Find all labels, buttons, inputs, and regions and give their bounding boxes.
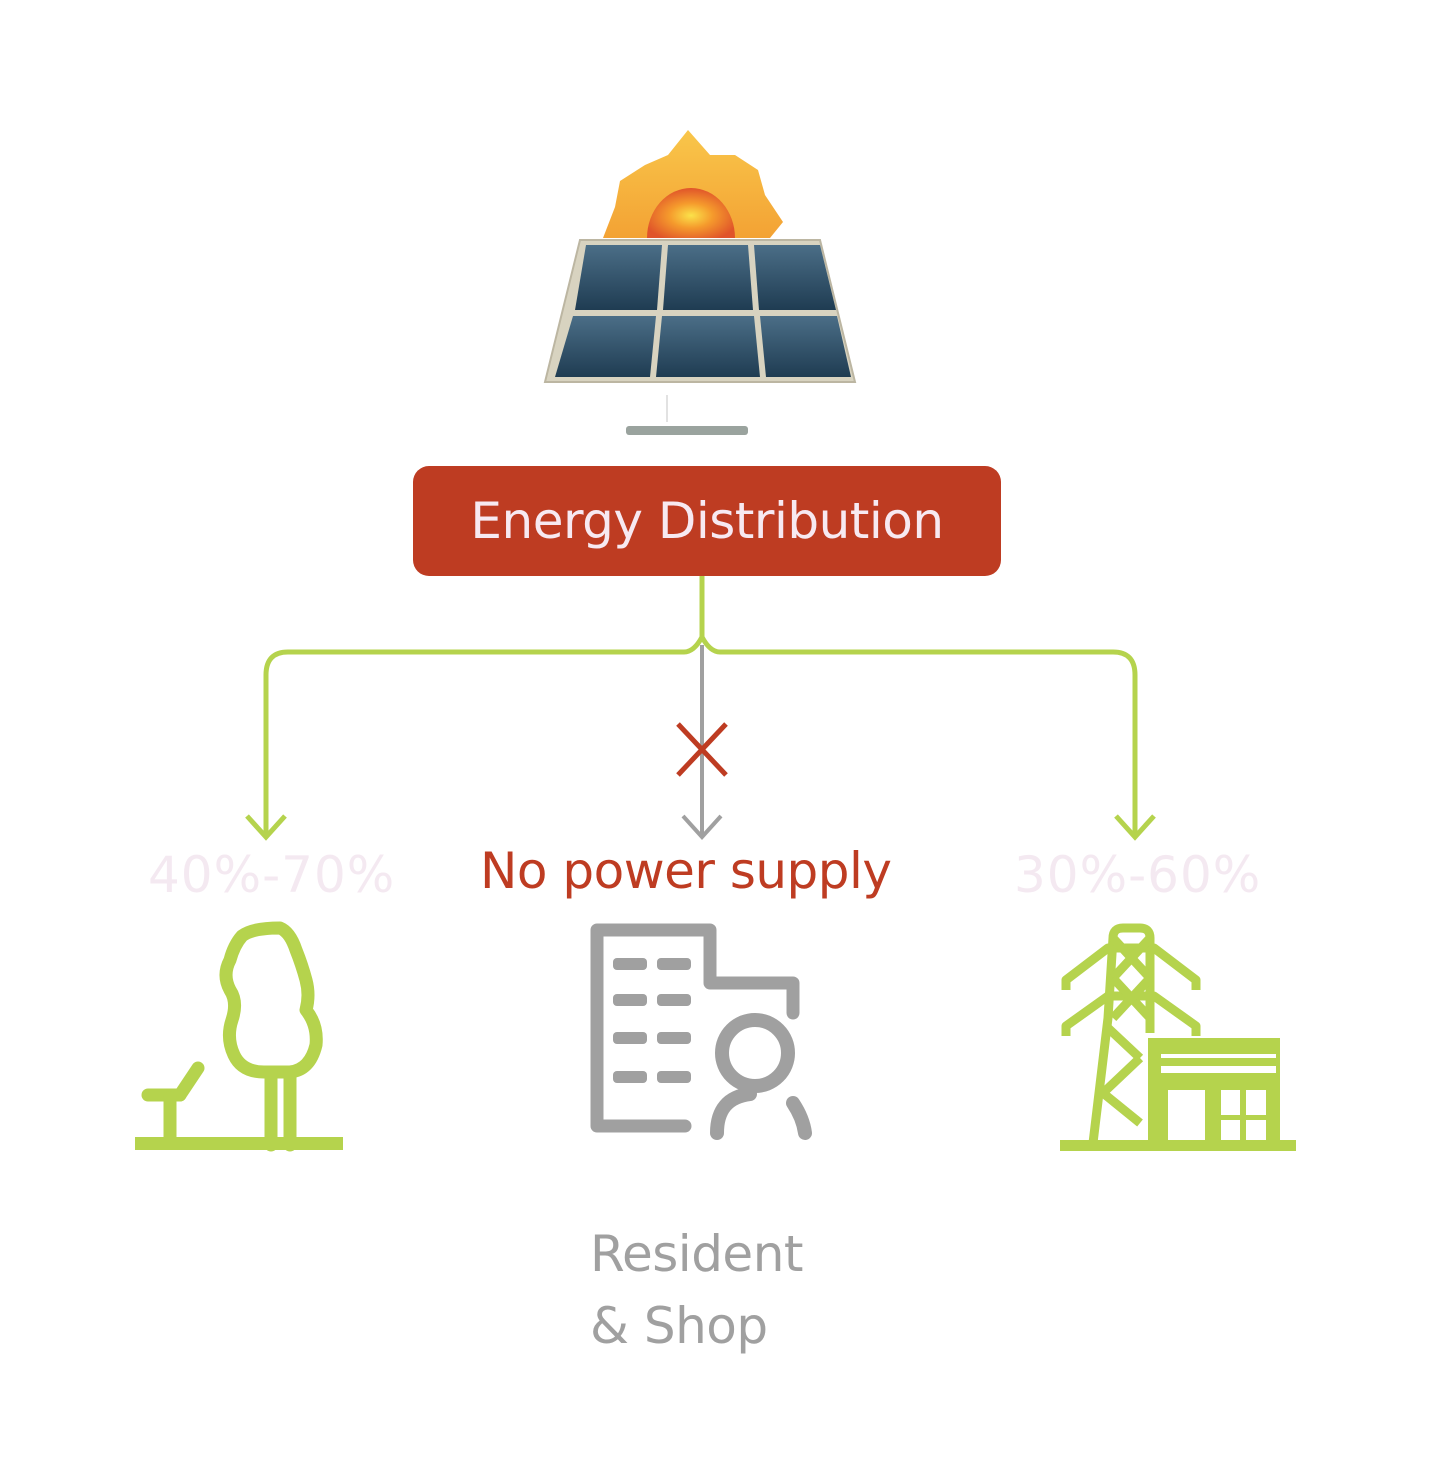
power-tower-utility-icon	[1060, 923, 1296, 1151]
park-tree-bench-icon	[135, 921, 343, 1152]
red-x-icon	[676, 722, 728, 777]
no-power-supply-label: No power supply	[480, 842, 892, 900]
left-arrowhead	[245, 814, 287, 841]
energy-distribution-title-box: Energy Distribution	[413, 466, 1001, 576]
right-arrowhead	[1114, 814, 1156, 841]
building-resident-icon	[590, 923, 812, 1140]
diagram-title: Energy Distribution	[470, 492, 944, 550]
panel-base	[626, 426, 748, 435]
caption-line-1: Resident	[590, 1225, 804, 1283]
center-arrow-blocked	[681, 645, 723, 840]
left-branch-percentage: 40%-70%	[148, 846, 396, 904]
resident-shop-caption: Resident & Shop	[590, 1218, 804, 1362]
sun-icon	[603, 130, 783, 238]
right-branch-percentage: 30%-60%	[1014, 846, 1262, 904]
green-connectors	[245, 576, 1156, 841]
panel-frame	[543, 239, 857, 383]
solar-panel-icon	[543, 130, 857, 435]
caption-line-2: & Shop	[590, 1297, 768, 1355]
